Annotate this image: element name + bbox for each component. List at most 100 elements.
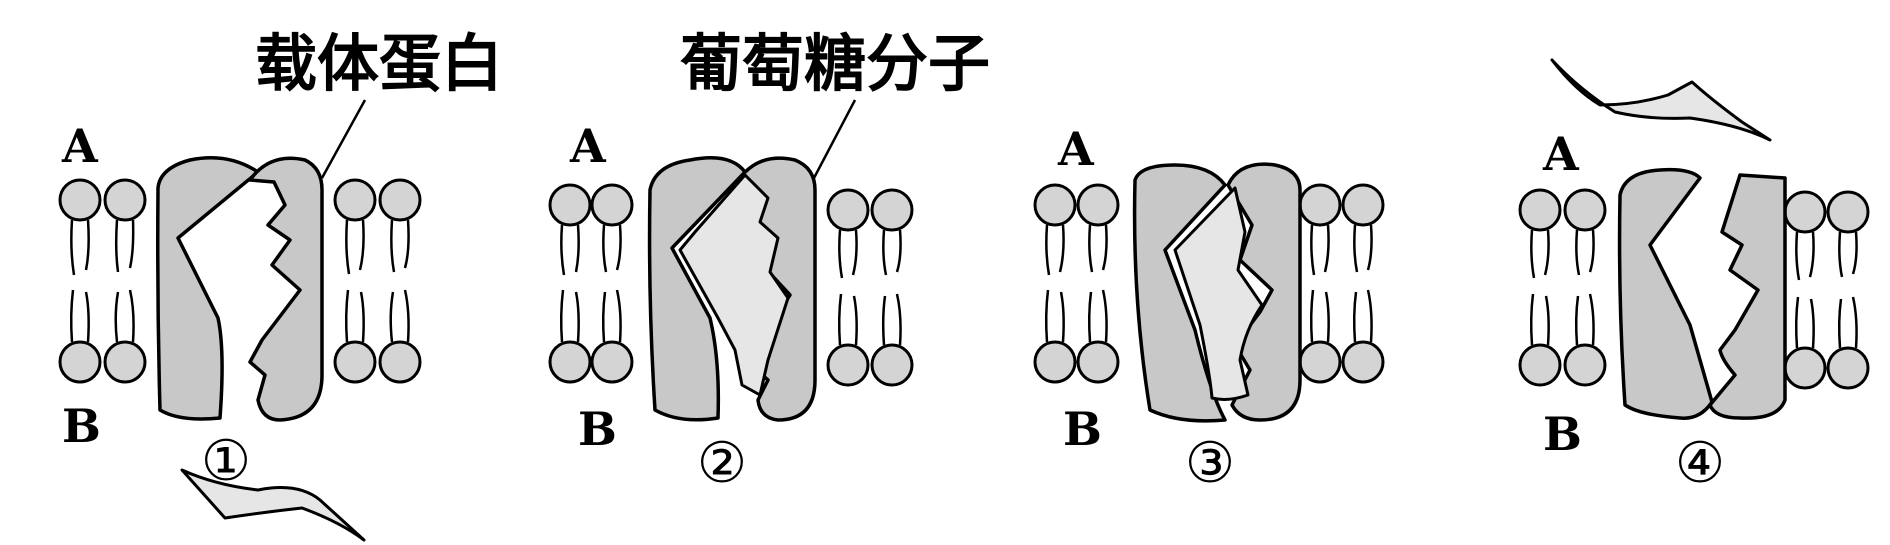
lipid-head (1033, 183, 1077, 227)
panel-1: A B ① (58, 99, 422, 542)
lipid-tail (1575, 229, 1595, 276)
panel-4: A B ④ (1518, 58, 1870, 496)
lipid-tail (1794, 296, 1815, 349)
glucose-molecule (1173, 186, 1264, 401)
panel-number: ② (697, 431, 747, 496)
lipid-head (1826, 346, 1870, 390)
lipid-tail (1529, 293, 1550, 346)
side-label-b: B (578, 402, 617, 456)
side-label-a: A (1057, 122, 1095, 176)
carrier-protein-right-subunit (248, 156, 324, 422)
lipid-tail (1088, 224, 1108, 273)
side-label-a: A (61, 119, 99, 173)
side-label-b: B (62, 399, 101, 453)
glucose-label-leader (812, 99, 857, 179)
lipid-tail (344, 289, 365, 343)
lipid-head (1563, 343, 1607, 387)
lipid-head (1298, 340, 1342, 384)
lipid-head (1518, 188, 1562, 232)
panel-number: ③ (1185, 431, 1235, 496)
glucose-molecule (1550, 58, 1772, 142)
carrier-protein-left-subunit (1132, 163, 1227, 423)
lipid-tail (559, 289, 580, 343)
lipid-head (378, 178, 422, 222)
carrier-protein-left-subunit (156, 156, 260, 421)
lipid-head (548, 183, 592, 227)
side-label-b: B (1543, 407, 1582, 461)
lipid-tail (1838, 231, 1858, 278)
lipid-head (1033, 340, 1077, 384)
lipid-head (333, 178, 377, 222)
lipid-head (58, 340, 102, 384)
lipid-head (1076, 183, 1120, 227)
lipid-bilayer-right (1783, 190, 1870, 390)
lipid-tail (1530, 229, 1550, 279)
lipid-tail (1837, 296, 1858, 349)
lipid-head (103, 178, 147, 222)
lipid-head (1518, 343, 1562, 387)
lipid-head (1076, 340, 1120, 384)
lipid-tail (114, 289, 135, 343)
side-label-a: A (569, 119, 607, 173)
lipid-head (378, 340, 422, 384)
lipid-head (826, 188, 870, 232)
lipid-tail (1087, 289, 1108, 343)
lipid-head (1783, 346, 1827, 390)
lipid-tail (881, 293, 902, 346)
lipid-tail (70, 219, 90, 276)
lipid-tail (390, 219, 410, 273)
lipid-head (590, 340, 634, 384)
lipid-tail (1309, 289, 1330, 343)
glucose-molecule (180, 468, 366, 542)
carrier-protein-right-subunit (1226, 162, 1302, 422)
panel-3: A B ③ (1033, 122, 1385, 496)
lipid-bilayer-right (333, 178, 422, 384)
carrier-label-leader (320, 99, 367, 179)
lipid-head (870, 188, 914, 232)
lipid-tail (389, 289, 410, 343)
lipid-tail (1045, 224, 1065, 276)
lipid-tail (1574, 293, 1595, 346)
carrier-protein-left-subunit (647, 156, 747, 422)
glucose-molecule-label: 葡萄糖分子 (680, 27, 990, 100)
lipid-tail (837, 293, 858, 346)
panel-2: A B ② (548, 99, 914, 496)
lipid-head (1826, 190, 1870, 234)
lipid-tail (114, 219, 135, 273)
lipid-bilayer-right (826, 188, 914, 387)
panel-number: ① (201, 429, 251, 494)
lipid-head (826, 343, 870, 387)
lipid-head (1298, 183, 1342, 227)
lipid-tail (838, 229, 858, 279)
lipid-bilayer-left (1033, 183, 1120, 384)
lipid-bilayer-left (58, 178, 147, 384)
lipid-tail (560, 224, 580, 276)
side-label-a: A (1542, 127, 1580, 181)
lipid-head (548, 340, 592, 384)
lipid-tail (69, 289, 90, 343)
lipid-bilayer-right (1298, 183, 1385, 384)
carrier-protein-right-subunit (1708, 173, 1787, 420)
lipid-head (1563, 188, 1607, 232)
lipid-bilayer-left (548, 183, 634, 384)
lipid-tail (1044, 289, 1065, 343)
lipid-head (590, 183, 634, 227)
lipid-tail (601, 289, 622, 343)
carrier-protein-label: 载体蛋白 (255, 27, 503, 100)
lipid-tail (1352, 289, 1373, 343)
lipid-head (870, 343, 914, 387)
lipid-bilayer-left (1518, 188, 1607, 387)
lipid-tail (602, 224, 622, 273)
lipid-head (333, 340, 377, 384)
lipid-tail (345, 219, 365, 275)
lipid-head (1341, 183, 1385, 227)
lipid-head (58, 178, 102, 222)
lipid-head (1341, 340, 1385, 384)
side-label-b: B (1063, 402, 1102, 456)
lipid-tail (1353, 224, 1373, 273)
lipid-tail (1795, 231, 1815, 281)
carrier-protein-left-subunit (1617, 167, 1714, 420)
lipid-tail (882, 229, 902, 276)
